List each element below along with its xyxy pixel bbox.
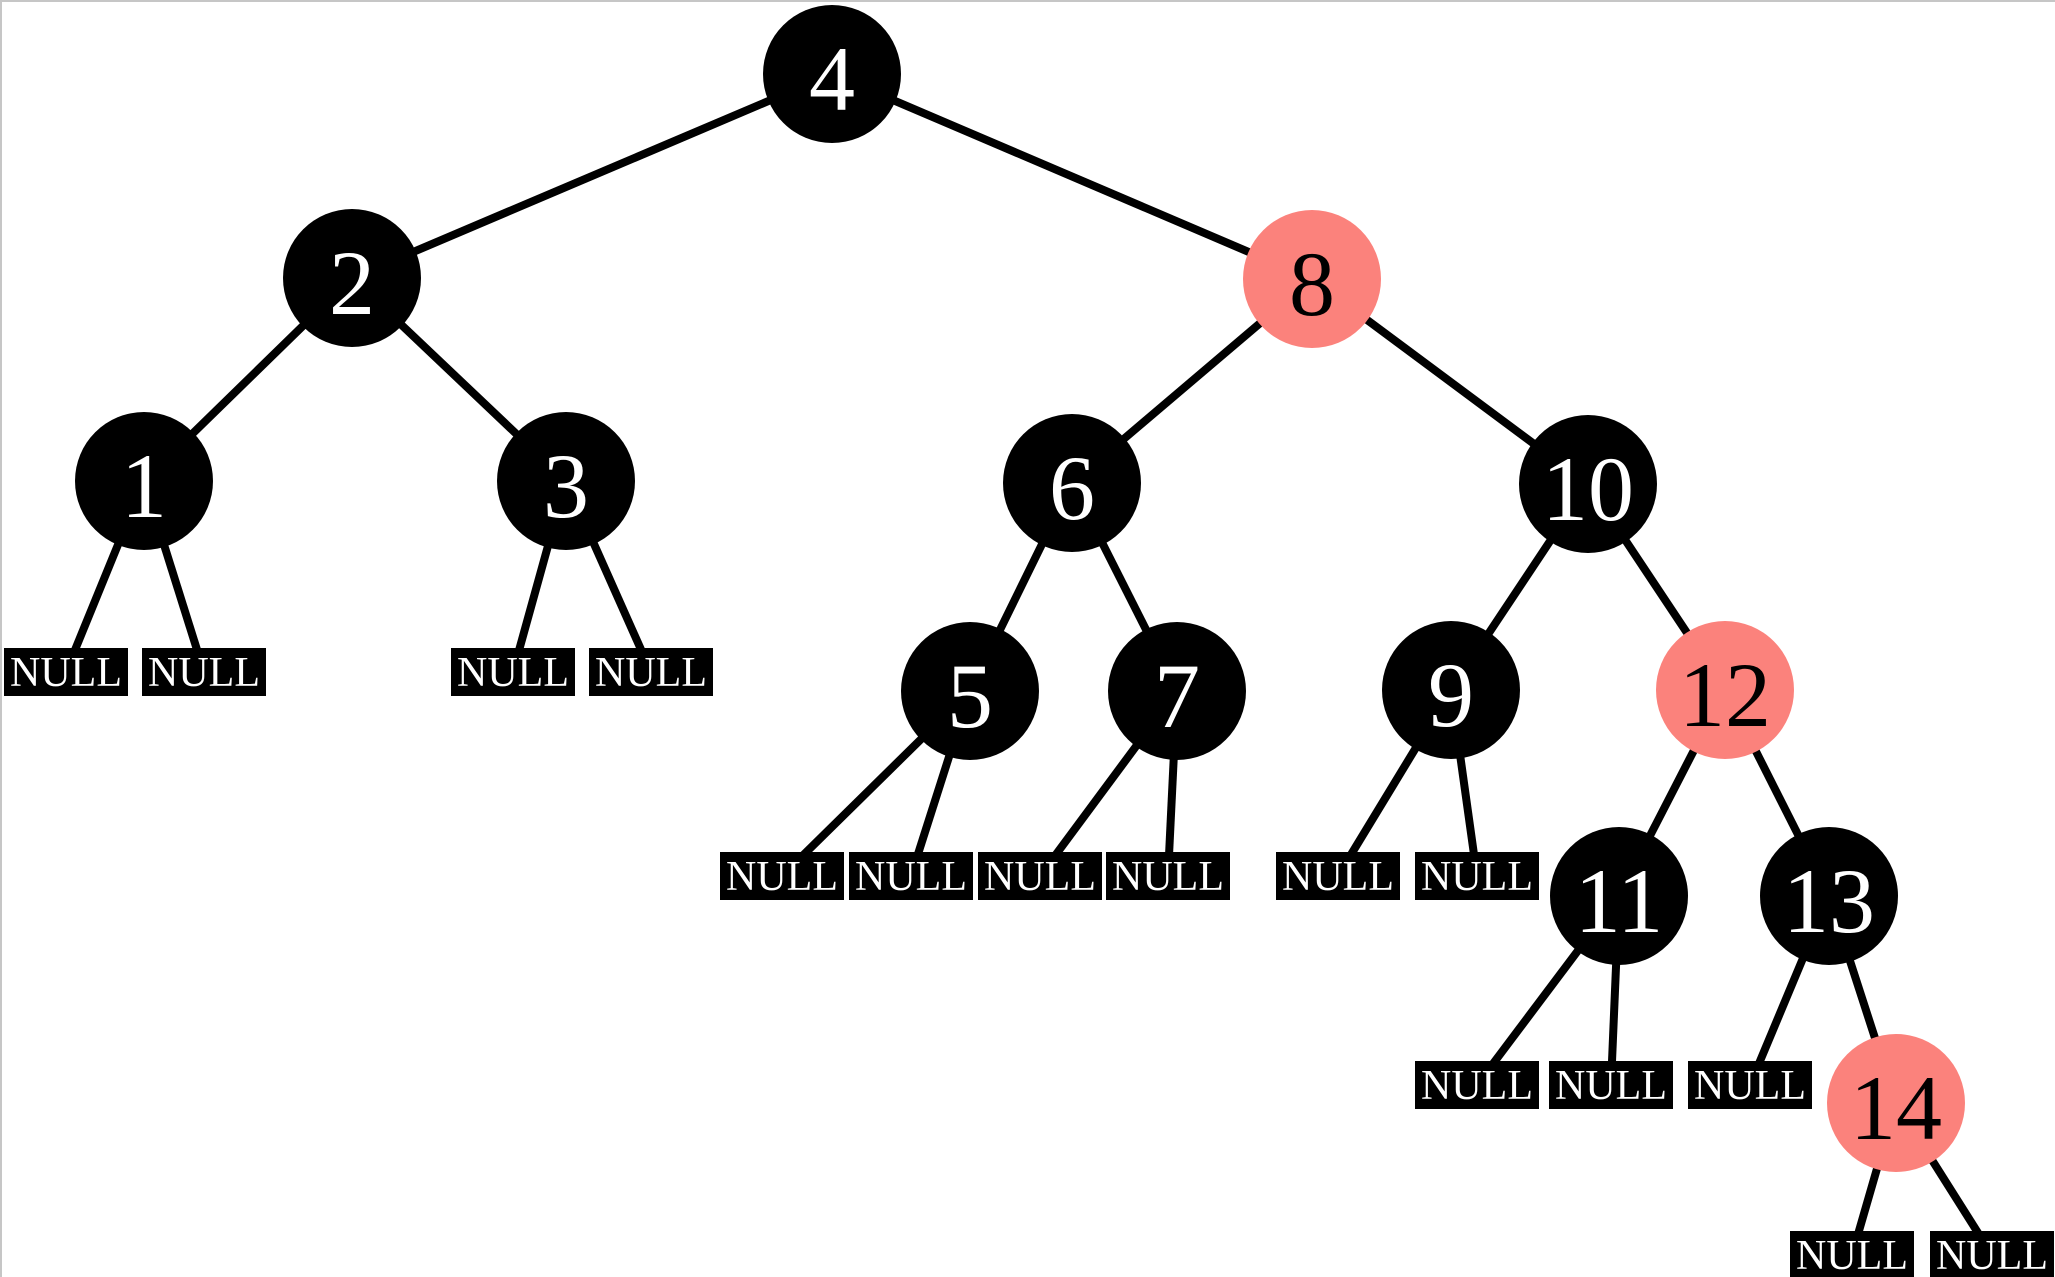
tree-node-label: 1 [121, 435, 167, 537]
null-leaf-null-5L: NULL [720, 852, 844, 900]
null-leaf-label: NULL [1796, 1233, 1908, 1277]
null-leaf-null-5R: NULL [849, 852, 973, 900]
null-leaf-null-3R: NULL [589, 648, 713, 696]
tree-node-label: 2 [329, 232, 375, 334]
null-leaf-box [142, 648, 266, 696]
tree-node-label: 14 [1850, 1057, 1942, 1159]
tree-node-3: 3 [497, 412, 635, 550]
null-leaf-box [1549, 1061, 1673, 1109]
tree-node-7: 7 [1108, 622, 1246, 760]
tree-node-label: 5 [947, 645, 993, 747]
tree-node-2: 2 [283, 209, 421, 347]
null-leaf-box [1415, 1061, 1539, 1109]
null-leaf-label: NULL [10, 650, 122, 696]
null-leaf-label: NULL [148, 650, 260, 696]
tree-node-5: 5 [901, 622, 1039, 760]
null-leaf-null-9R: NULL [1415, 852, 1539, 900]
tree-node-1: 1 [75, 412, 213, 550]
tree-edge-4-2 [350, 70, 834, 282]
tree-node-label: 12 [1679, 644, 1771, 746]
null-leaf-label: NULL [1421, 854, 1533, 900]
tree-node-label: 3 [543, 435, 589, 537]
black-node-circle [497, 412, 635, 550]
null-leaf-null-11R: NULL [1549, 1061, 1673, 1109]
null-leaf-box [1106, 852, 1230, 900]
null-leaf-label: NULL [1112, 854, 1224, 900]
null-leaf-box [1688, 1061, 1812, 1109]
null-leaf-box [1276, 852, 1400, 900]
null-leaf-label: NULL [1694, 1063, 1806, 1109]
tree-edge-4-8 [830, 70, 1314, 283]
tree-node-label: 7 [1154, 645, 1200, 747]
tree-node-6: 6 [1003, 414, 1141, 552]
tree-node-label: 13 [1783, 850, 1875, 952]
tree-node-14: 14 [1827, 1034, 1965, 1172]
null-leaf-label: NULL [855, 854, 967, 900]
null-leaf-label: NULL [726, 854, 838, 900]
tree-node-11: 11 [1550, 827, 1688, 965]
null-leaf-null-3L: NULL [451, 648, 575, 696]
null-leaf-label: NULL [1555, 1063, 1667, 1109]
null-leaf-null-7L: NULL [978, 852, 1102, 900]
null-leaf-null-7R: NULL [1106, 852, 1230, 900]
black-node-circle [1519, 415, 1657, 553]
null-leaf-box [720, 852, 844, 900]
black-node-circle [1108, 622, 1246, 760]
red-node-circle [1656, 621, 1794, 759]
black-node-circle [1760, 827, 1898, 965]
tree-node-4: 4 [763, 5, 901, 143]
tree-node-12: 12 [1656, 621, 1794, 759]
tree-node-9: 9 [1382, 621, 1520, 759]
null-leaf-label: NULL [984, 854, 1096, 900]
null-leaf-null-1R: NULL [142, 648, 266, 696]
null-leaf-null-11L: NULL [1415, 1061, 1539, 1109]
null-leaf-label: NULL [595, 650, 707, 696]
tree-node-8: 8 [1243, 210, 1381, 348]
null-leaf-box [1790, 1231, 1914, 1277]
null-leaf-label: NULL [457, 650, 569, 696]
null-leaf-box [978, 852, 1102, 900]
black-node-circle [75, 412, 213, 550]
red-node-circle [1243, 210, 1381, 348]
black-node-circle [283, 209, 421, 347]
black-node-circle [901, 622, 1039, 760]
black-node-circle [1382, 621, 1520, 759]
black-node-circle [1003, 414, 1141, 552]
null-leaf-null-13L: NULL [1688, 1061, 1812, 1109]
null-leaf-null-14R: NULL [1930, 1231, 2054, 1277]
null-leaf-box [849, 852, 973, 900]
null-leaf-box [1930, 1231, 2054, 1277]
null-leaf-box [589, 648, 713, 696]
null-leaf-null-14L: NULL [1790, 1231, 1914, 1277]
null-leaf-label: NULL [1282, 854, 1394, 900]
black-node-circle [1550, 827, 1688, 965]
tree-node-label: 10 [1542, 438, 1634, 540]
tree-node-13: 13 [1760, 827, 1898, 965]
tree-node-label: 8 [1289, 233, 1335, 335]
tree-node-label: 6 [1049, 437, 1095, 539]
tree-node-10: 10 [1519, 415, 1657, 553]
null-leaf-box [451, 648, 575, 696]
null-leaf-null-1L: NULL [4, 648, 128, 696]
null-leaf-label: NULL [1936, 1233, 2048, 1277]
null-leaf-label: NULL [1421, 1063, 1533, 1109]
tree-node-label: 9 [1428, 644, 1474, 746]
red-node-circle [1827, 1034, 1965, 1172]
tree-node-label: 11 [1575, 850, 1664, 952]
null-leaf-null-9L: NULL [1276, 852, 1400, 900]
null-leaf-box [4, 648, 128, 696]
null-leaf-box [1415, 852, 1539, 900]
tree-node-label: 4 [809, 28, 855, 130]
black-node-circle [763, 5, 901, 143]
